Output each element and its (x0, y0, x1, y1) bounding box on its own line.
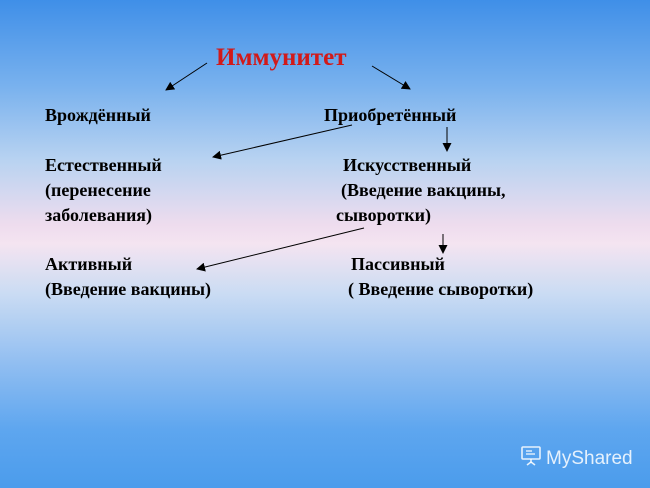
node-natural-note-1: (перенесение (45, 180, 151, 200)
node-active-note: (Введение вакцины) (45, 279, 212, 299)
arrow-title-to-acquired (371, 65, 411, 90)
watermark: MyShared (520, 445, 633, 472)
diagram-title: Иммунитет (216, 44, 347, 71)
watermark-text: MyShared (546, 447, 633, 469)
arrow-artificial-to-active (196, 227, 365, 272)
projector-screen-icon (520, 445, 542, 472)
node-active: Активный (45, 254, 133, 274)
node-artificial-note-2: сыворотки) (336, 205, 431, 225)
node-innate: Врождённый (45, 105, 151, 125)
arrow-title-to-innate (165, 62, 208, 91)
node-natural: Естественный (45, 155, 162, 175)
node-artificial-note-1: (Введение вакцины, (341, 180, 506, 200)
arrow-acquired-to-natural (212, 124, 353, 160)
node-natural-note-2: заболевания) (45, 205, 153, 225)
node-artificial: Искусственный (343, 155, 472, 175)
node-acquired: Приобретённый (324, 105, 457, 125)
node-passive: Пассивный (351, 254, 445, 274)
node-passive-note: ( Введение сыворотки) (348, 279, 534, 299)
